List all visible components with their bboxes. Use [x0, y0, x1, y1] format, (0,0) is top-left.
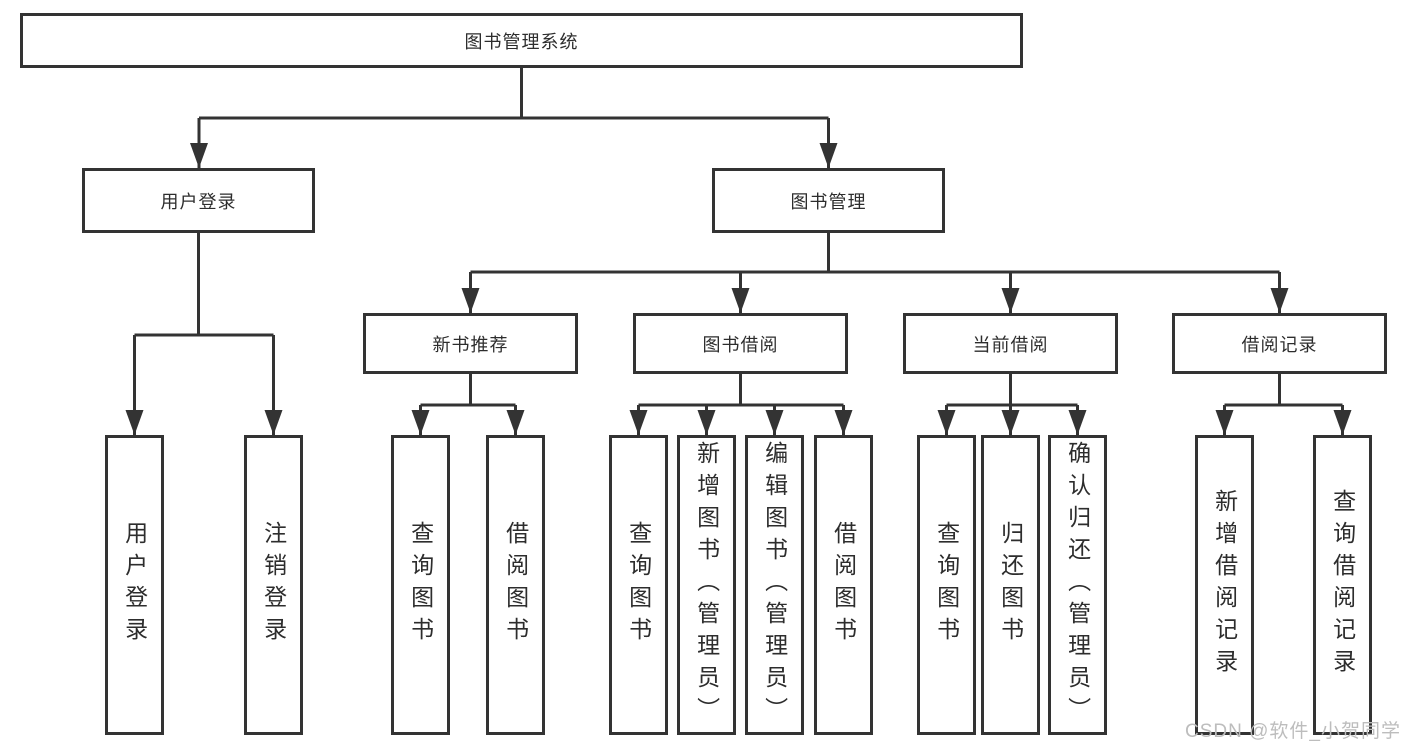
- node-user-login: 用户登录: [82, 168, 315, 233]
- node-label: 借阅记录: [1241, 334, 1318, 355]
- leaf-label: 借阅图书: [830, 521, 857, 649]
- leaf-query-books-borrowing: 查询图书: [609, 435, 668, 735]
- leaf-label: 编辑图书（管理员）: [761, 441, 788, 729]
- leaf-edit-books-admin: 编辑图书（管理员）: [745, 435, 804, 735]
- node-new-book-recommend: 新书推荐: [363, 313, 578, 374]
- leaf-query-borrow-record: 查询借阅记录: [1313, 435, 1372, 735]
- leaf-add-borrow-record: 新增借阅记录: [1195, 435, 1254, 735]
- node-label: 新书推荐: [432, 334, 509, 355]
- leaf-user-login: 用户登录: [105, 435, 164, 735]
- leaf-confirm-return-admin: 确认归还（管理员）: [1048, 435, 1107, 735]
- node-label: 图书借阅: [702, 334, 779, 355]
- leaf-label: 查询图书: [933, 521, 960, 649]
- leaf-label: 借阅图书: [502, 521, 529, 649]
- leaf-label: 新增图书（管理员）: [693, 441, 720, 729]
- leaf-borrow-books-newbooks: 借阅图书: [486, 435, 545, 735]
- node-book-borrowing: 图书借阅: [633, 313, 848, 374]
- leaf-label: 用户登录: [121, 521, 148, 649]
- leaf-label: 查询借阅记录: [1329, 489, 1356, 681]
- leaf-label: 查询图书: [625, 521, 652, 649]
- node-borrow-records: 借阅记录: [1172, 313, 1387, 374]
- leaf-label: 注销登录: [260, 521, 287, 649]
- node-label: 图书管理: [790, 191, 867, 212]
- leaf-return-books: 归还图书: [981, 435, 1040, 735]
- leaf-borrow-books-borrowing: 借阅图书: [814, 435, 873, 735]
- node-label: 图书管理系统: [464, 31, 579, 52]
- leaf-query-books-current: 查询图书: [917, 435, 976, 735]
- node-label: 用户登录: [160, 191, 237, 212]
- leaf-label: 归还图书: [997, 521, 1024, 649]
- leaf-logout: 注销登录: [244, 435, 303, 735]
- leaf-label: 查询图书: [407, 521, 434, 649]
- node-root: 图书管理系统: [20, 13, 1023, 68]
- watermark: CSDN @软件_小贺同学: [1185, 721, 1401, 742]
- node-current-borrowing: 当前借阅: [903, 313, 1118, 374]
- leaf-query-books-newbooks: 查询图书: [391, 435, 450, 735]
- node-book-management: 图书管理: [712, 168, 945, 233]
- leaf-label: 确认归还（管理员）: [1064, 441, 1091, 729]
- leaf-add-books-admin: 新增图书（管理员）: [677, 435, 736, 735]
- leaf-label: 新增借阅记录: [1211, 489, 1238, 681]
- node-label: 当前借阅: [972, 334, 1049, 355]
